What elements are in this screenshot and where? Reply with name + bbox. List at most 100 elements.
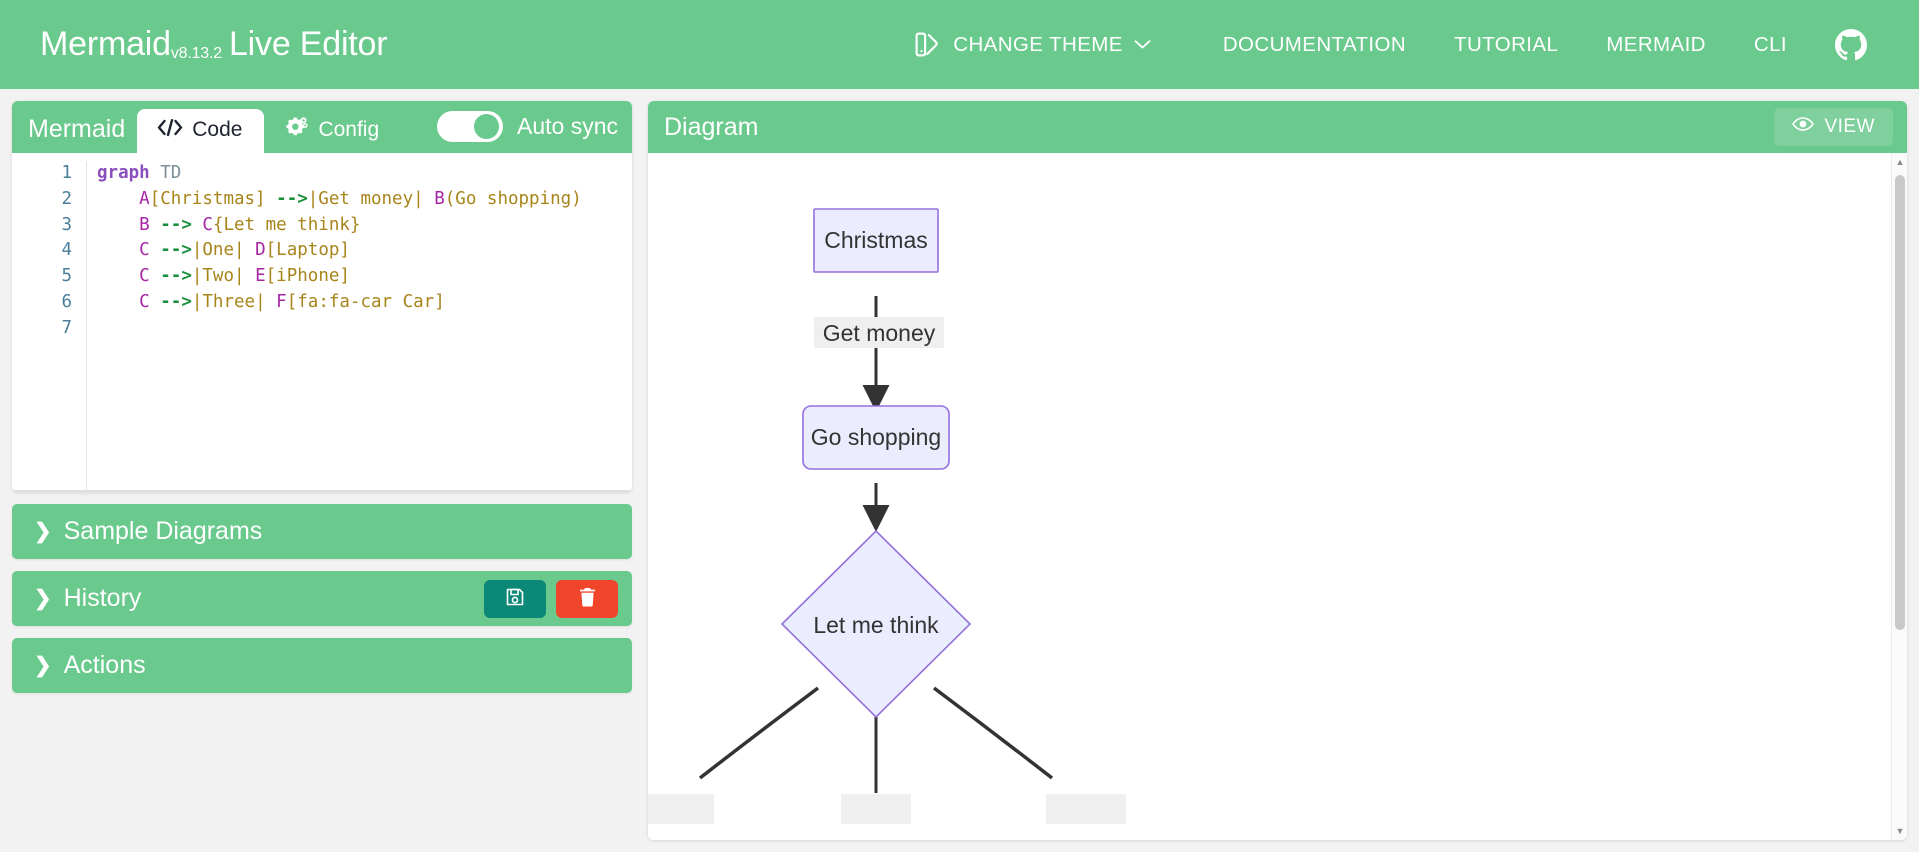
delete-history-button[interactable] <box>556 579 618 618</box>
chevron-right-icon: ❯ <box>34 654 52 677</box>
autosync-label: Auto sync <box>517 113 618 139</box>
code-token: {Let me think} <box>212 214 361 235</box>
node-let-me-think-label: Let me think <box>813 612 939 638</box>
code-token: |Three| <box>191 291 266 312</box>
code-token: --> <box>276 188 308 209</box>
line-number: 6 <box>61 291 72 312</box>
scroll-up-icon[interactable]: ▲ <box>1895 157 1905 167</box>
accordion-actions[interactable]: ❯ Actions <box>12 638 632 693</box>
line-number: 3 <box>61 214 72 235</box>
node-go-shopping[interactable]: Go shopping <box>802 405 950 470</box>
code-token: --> <box>160 266 192 287</box>
code-line: B --> C{Let me think} <box>97 213 632 239</box>
editor-panel-title: Mermaid <box>28 115 126 143</box>
nav-tutorial[interactable]: TUTORIAL <box>1430 23 1582 67</box>
theme-swatch-icon <box>913 30 942 59</box>
accordion-history[interactable]: ❯ History <box>12 571 632 626</box>
diagram-pane: Diagram VIEW <box>648 101 1907 840</box>
code-line: C -->|Two| E[iPhone] <box>97 264 632 290</box>
mermaid-flowchart: Christmas Get money Go shopping Let me t… <box>648 208 1126 824</box>
code-token: (Go shopping) <box>444 188 582 209</box>
brand-version: v8.13.2 <box>170 45 222 62</box>
view-button[interactable]: VIEW <box>1774 108 1893 146</box>
eye-icon <box>1792 116 1815 138</box>
diagram-scrollbar-thumb[interactable] <box>1895 175 1905 630</box>
code-token: C <box>139 291 150 312</box>
code-token <box>424 189 435 209</box>
line-number: 5 <box>61 266 72 287</box>
autosync-control: Auto sync <box>437 111 632 153</box>
code-token <box>266 189 277 209</box>
code-token: C <box>139 266 150 287</box>
code-token <box>150 215 161 235</box>
trash-icon <box>578 587 597 610</box>
scroll-down-icon[interactable]: ▼ <box>1895 826 1905 836</box>
cogs-icon <box>284 117 309 142</box>
diagram-scrollbar[interactable]: ▲ ▼ <box>1891 153 1907 840</box>
floppy-save-icon <box>505 587 525 610</box>
code-token <box>97 266 139 286</box>
nav-documentation-label: DOCUMENTATION <box>1222 32 1407 56</box>
diagram-canvas[interactable]: Christmas Get money Go shopping Let me t… <box>648 153 1907 840</box>
editor-tabbar: Mermaid Code <box>12 101 632 154</box>
edge-c-to-f <box>932 686 1054 780</box>
edge-label-chip-one <box>648 794 714 824</box>
code-token <box>97 215 139 235</box>
line-number: 1 <box>61 163 72 183</box>
code-token: C <box>202 214 213 235</box>
nav-cli[interactable]: CLI <box>1730 23 1811 67</box>
github-icon <box>1835 28 1867 61</box>
code-token: --> <box>160 291 192 312</box>
diagram-header: Diagram VIEW <box>648 101 1907 153</box>
nav-mermaid[interactable]: MERMAID <box>1582 23 1730 67</box>
editor-card: Mermaid Code <box>12 101 632 492</box>
code-token <box>97 189 139 209</box>
code-line: C -->|One| D[Laptop] <box>97 238 632 264</box>
edge-label-get-money: Get money <box>814 317 944 348</box>
tab-code[interactable]: Code <box>137 109 265 154</box>
edge-c-to-d <box>698 686 820 780</box>
brand-name: Mermaid <box>40 25 171 63</box>
tab-config[interactable]: Config <box>264 108 401 153</box>
accordion-sample-diagrams[interactable]: ❯ Sample Diagrams <box>12 504 632 559</box>
node-christmas[interactable]: Christmas <box>813 208 939 273</box>
main-content: Mermaid Code <box>0 89 1919 852</box>
accordion-actions-label: Actions <box>63 651 146 679</box>
code-line <box>97 316 632 342</box>
code-brackets-icon <box>157 118 183 141</box>
code-token: E <box>255 266 266 287</box>
nav-documentation[interactable]: DOCUMENTATION <box>1199 23 1430 67</box>
tab-code-label: Code <box>192 118 243 141</box>
code-token: --> <box>160 214 192 235</box>
autosync-toggle[interactable] <box>437 111 503 142</box>
editor-pane: Mermaid Code <box>12 101 632 693</box>
code-token: B <box>434 188 445 209</box>
save-history-button[interactable] <box>484 579 546 618</box>
nav-change-theme-label: CHANGE THEME <box>953 32 1123 56</box>
navbar-links: CHANGE THEME DOCUMENTATION TUTORIAL MERM… <box>889 19 1891 71</box>
history-actions <box>484 579 618 618</box>
code-token: F <box>276 291 287 312</box>
code-token: [iPhone] <box>265 266 350 287</box>
code-token: B <box>139 214 150 235</box>
editor-bottom-border <box>12 490 632 492</box>
code-token: --> <box>160 240 192 261</box>
node-let-me-think[interactable]: Let me think <box>780 529 972 719</box>
code-token <box>150 292 161 312</box>
view-button-label: VIEW <box>1824 116 1875 137</box>
code-line: graph TD <box>97 161 632 187</box>
code-token <box>245 240 256 260</box>
diagram-panel-title: Diagram <box>664 112 759 141</box>
tab-config-label: Config <box>318 118 380 141</box>
code-token <box>245 266 256 286</box>
edge-label-chip-two <box>841 794 911 824</box>
nav-github[interactable] <box>1811 19 1891 71</box>
code-content[interactable]: graph TD A[Christmas] -->|Get money| B(G… <box>86 161 632 490</box>
nav-change-theme[interactable]: CHANGE THEME <box>889 20 1175 69</box>
accordion-sample-diagrams-label: Sample Diagrams <box>63 517 263 545</box>
edge-label-chip-three <box>1046 794 1126 824</box>
code-token <box>266 292 277 312</box>
code-line: C -->|Three| F[fa:fa-car Car] <box>97 290 632 316</box>
